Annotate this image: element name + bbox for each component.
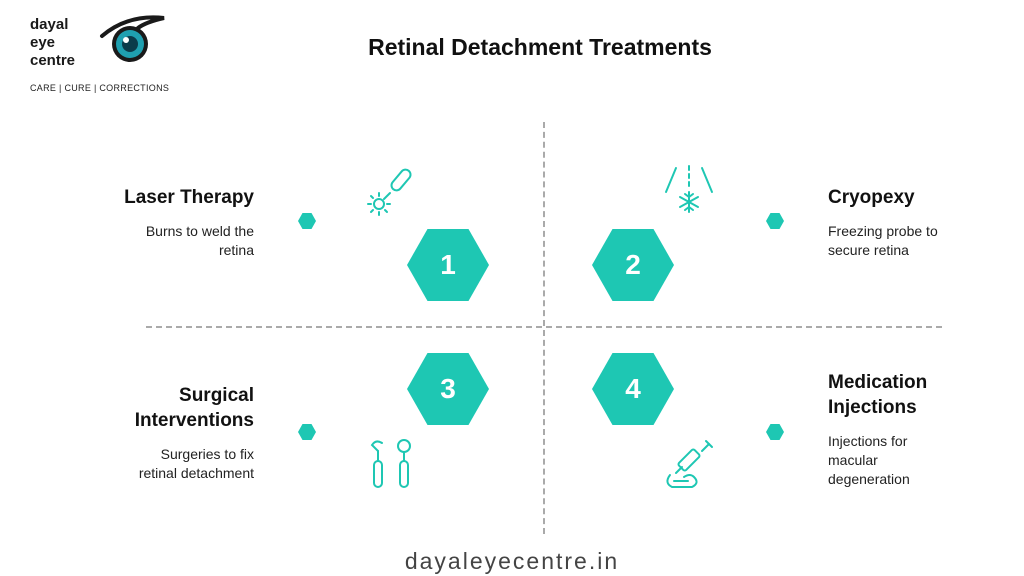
vertical-divider	[543, 122, 545, 534]
bullet-dot-3	[298, 424, 316, 440]
treatment-4-heading: Medication Injections	[828, 372, 928, 418]
page-title: Retinal Detachment Treatments	[368, 34, 712, 60]
treatment-4: Medication Injections Injections for mac…	[828, 370, 1008, 489]
bullet-dot-4	[766, 424, 784, 440]
step-4-hexagon: 4	[592, 353, 674, 425]
bullet-dot-2	[766, 213, 784, 229]
treatment-3-description: Surgeries to fix retinal detachment	[138, 446, 254, 481]
horizontal-divider	[146, 326, 942, 328]
cryo-snowflake-icon	[664, 164, 714, 216]
brand-name: dayal eye centre	[30, 16, 76, 69]
treatment-2-heading: Cryopexy	[828, 187, 915, 208]
treatment-1-heading: Laser Therapy	[124, 187, 254, 208]
surgical-tools-icon	[368, 437, 416, 491]
treatment-3-heading: Surgical Interventions	[134, 385, 254, 431]
brand-tagline: CARE | CURE | CORRECTIONS	[30, 83, 170, 93]
website-url: dayaleyecentre.in	[404, 548, 620, 574]
laser-icon	[364, 166, 420, 218]
treatment-2-description: Freezing probe to secure retina	[828, 223, 938, 258]
step-3-hexagon: 3	[407, 353, 489, 425]
step-2-hexagon: 2	[592, 229, 674, 301]
step-1-hexagon: 1	[407, 229, 489, 301]
treatment-1: Laser Therapy Burns to weld the retina	[60, 185, 254, 260]
treatment-3: Surgical Interventions Surgeries to fix …	[60, 383, 254, 483]
bullet-dot-1	[298, 213, 316, 229]
eye-logo-icon	[98, 14, 168, 68]
syringe-icon	[662, 437, 718, 491]
treatment-2: Cryopexy Freezing probe to secure retina	[828, 185, 1008, 260]
treatment-4-description: Injections for macular degeneration	[828, 433, 910, 487]
treatment-1-description: Burns to weld the retina	[145, 223, 254, 258]
